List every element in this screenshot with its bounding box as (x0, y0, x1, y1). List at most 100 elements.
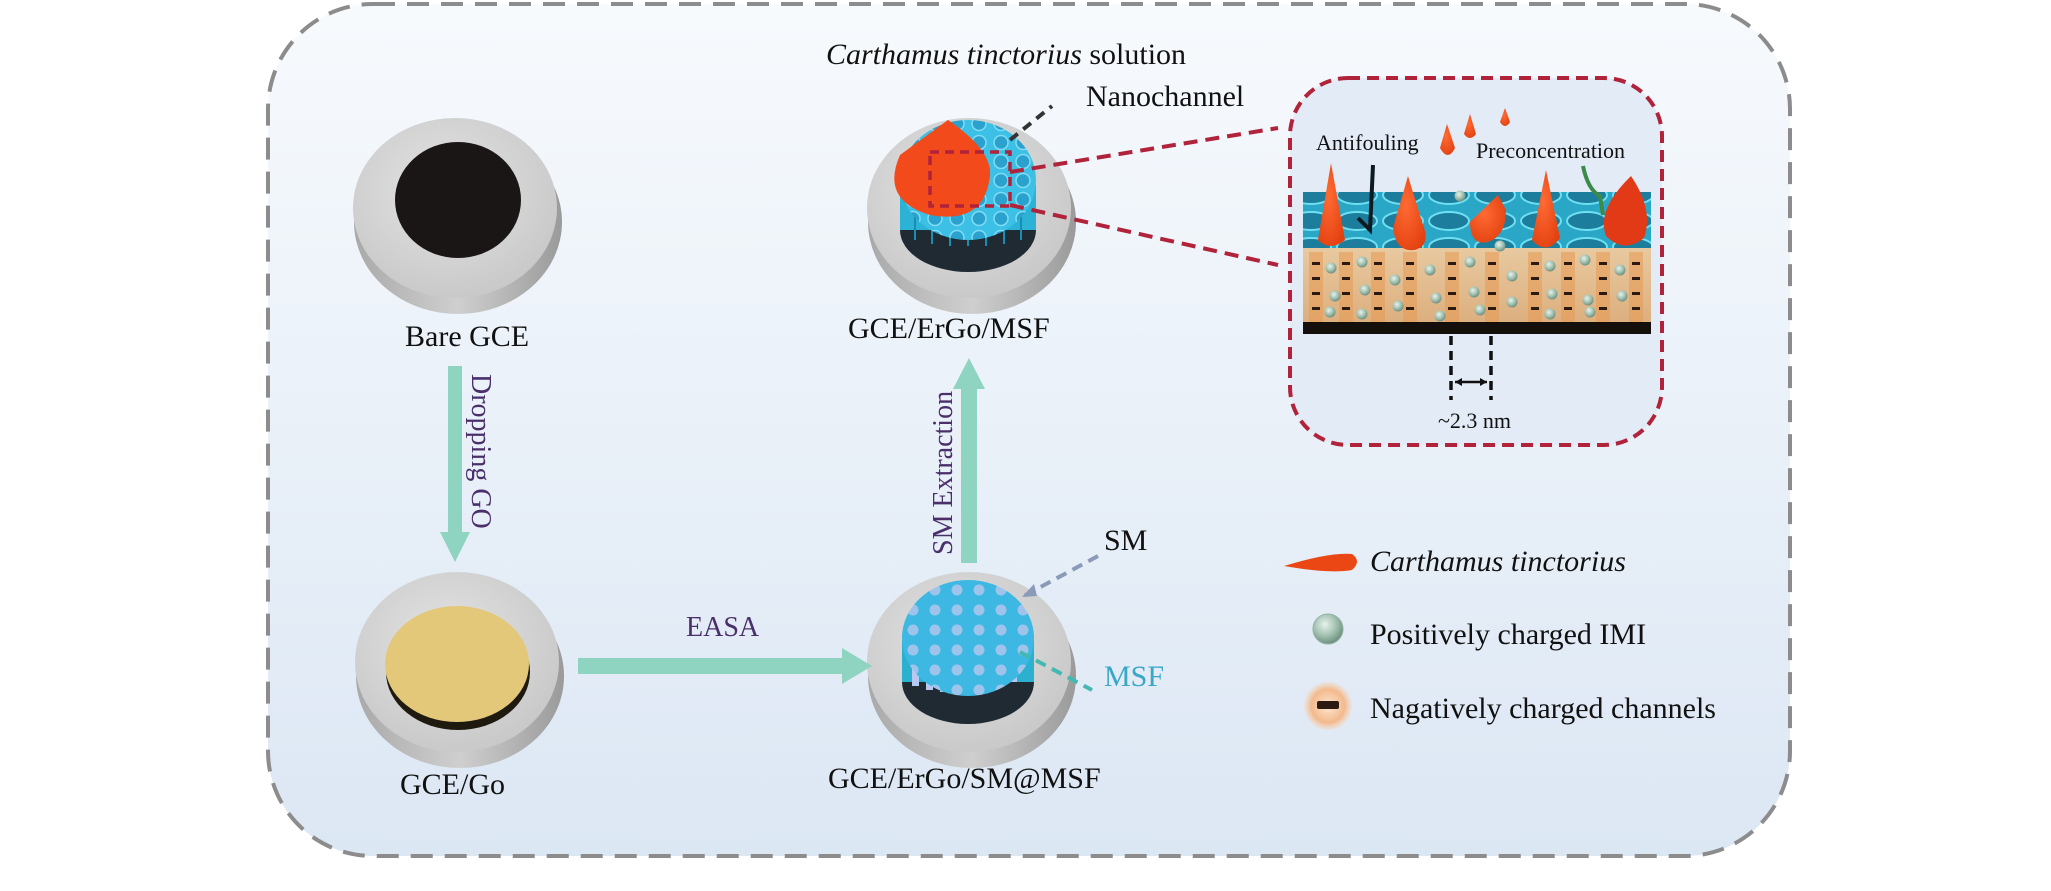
nanochannel-label: Nanochannel (1086, 80, 1245, 113)
imi-ion (1464, 256, 1476, 268)
solution-species: Carthamus tinctorius (826, 38, 1082, 71)
negative-charge-mark (1448, 277, 1456, 280)
negative-charge-mark (1406, 277, 1414, 280)
negative-charge-mark (1531, 262, 1539, 265)
negative-charge-mark (1374, 292, 1382, 295)
negative-charge-mark (1342, 262, 1350, 265)
pore-size-label: ~2.3 nm (1438, 408, 1512, 433)
channel-wall (1528, 252, 1542, 322)
negative-charge-mark (1599, 277, 1607, 280)
negative-charge-mark (1406, 307, 1414, 310)
antifouling-arrow (1356, 164, 1375, 235)
negative-charge-mark (1599, 262, 1607, 265)
negative-charge-mark (1488, 292, 1496, 295)
imi-ion (1474, 304, 1486, 316)
legend-label-1: Positively charged IMI (1370, 618, 1647, 651)
negative-charge-mark (1406, 292, 1414, 295)
channel-wall (1339, 252, 1353, 322)
negative-charge-mark (1448, 262, 1456, 265)
gce-ergo-msf-label: GCE/ErGo/MSF (848, 312, 1050, 345)
channel-wall (1629, 252, 1643, 322)
preconcentration-label: Preconcentration (1476, 138, 1626, 163)
negative-charge-mark (1531, 277, 1539, 280)
negative-charge-mark (1632, 277, 1640, 280)
channel-wall (1371, 252, 1385, 322)
imi-ion (1582, 294, 1594, 306)
imi-ion (1389, 274, 1401, 286)
imi-ion (1392, 300, 1404, 312)
negative-charge-mark (1564, 307, 1572, 310)
gce-ergo-sm-msf-label: GCE/ErGo/SM@MSF (828, 762, 1101, 795)
arrow-easa (578, 648, 872, 684)
negative-charge-mark (1312, 307, 1320, 310)
negative-charge-mark (1632, 262, 1640, 265)
negative-charge-mark (1488, 277, 1496, 280)
arrow-sm-extraction (953, 358, 985, 563)
negative-charge-mark (1599, 307, 1607, 310)
gce-go-label: GCE/Go (400, 768, 505, 801)
electrode-base (1303, 322, 1651, 334)
gce-go-electrode (355, 572, 564, 768)
step-sm-extraction: SM Extraction (928, 390, 959, 555)
go-layer (385, 606, 529, 722)
negative-charge-mark (1312, 292, 1320, 295)
glassy-carbon-disk (395, 142, 521, 258)
msf-top-surface (902, 580, 1034, 696)
negative-charge-mark (1374, 262, 1382, 265)
step-easa: EASA (686, 612, 760, 643)
legend-positive-ion-icon (1312, 613, 1344, 645)
imi-ion (1356, 308, 1368, 320)
negative-charge-mark (1531, 292, 1539, 295)
imi-ion (1544, 308, 1556, 320)
zoom-region-box (928, 150, 1012, 208)
sm-pointer (1021, 554, 1099, 599)
imi-ion (1359, 284, 1371, 296)
negative-charge-mark (1448, 292, 1456, 295)
step-dropping-go: Dropping GO (465, 374, 496, 529)
channel-wall (1309, 252, 1323, 322)
legend-negative-charge-icon (1304, 682, 1352, 730)
legend-label-0: Carthamus tinctorius (1370, 545, 1626, 578)
imi-ion (1329, 290, 1341, 302)
bare-gce-electrode (353, 118, 562, 314)
msf-pointer (1019, 650, 1093, 692)
channel-wall (1561, 252, 1575, 322)
channel-wall (1403, 252, 1417, 322)
negative-charge-mark (1599, 292, 1607, 295)
negative-charge-mark (1632, 292, 1640, 295)
negative-charge-mark (1564, 262, 1572, 265)
negative-charge-mark (1564, 292, 1572, 295)
imi-ion (1324, 306, 1336, 318)
negative-charge-mark (1564, 277, 1572, 280)
imi-ion (1494, 240, 1506, 252)
imi-ion (1579, 254, 1591, 266)
channel-wall (1485, 252, 1499, 322)
imi-ion (1454, 190, 1466, 202)
negative-charge-mark (1374, 277, 1382, 280)
imi-ion (1544, 260, 1556, 272)
imi-ion (1506, 270, 1518, 282)
negative-charge-mark (1342, 277, 1350, 280)
negative-charge-mark (1374, 307, 1382, 310)
negative-charge-mark (1342, 307, 1350, 310)
legend-label-2: Nagatively charged channels (1370, 692, 1716, 725)
channel-wall (1445, 252, 1459, 322)
solution-title: Carthamus tinctorius solution (826, 40, 1186, 70)
negative-charge-mark (1312, 277, 1320, 280)
imi-ion (1614, 264, 1626, 276)
imi-ion (1468, 286, 1480, 298)
negative-charge-mark (1448, 307, 1456, 310)
arrow-dropping-go (440, 366, 470, 562)
negative-charge-mark (1531, 307, 1539, 310)
imi-ion (1434, 310, 1446, 322)
imi-ion (1430, 292, 1442, 304)
sm-label: SM (1104, 524, 1148, 557)
negative-charge-mark (1632, 307, 1640, 310)
negative-charge-mark (1406, 262, 1414, 265)
zoom-line-bottom (1009, 203, 1279, 267)
negative-charge-mark (1488, 307, 1496, 310)
imi-ion (1356, 256, 1368, 268)
channel-wall (1596, 252, 1610, 322)
